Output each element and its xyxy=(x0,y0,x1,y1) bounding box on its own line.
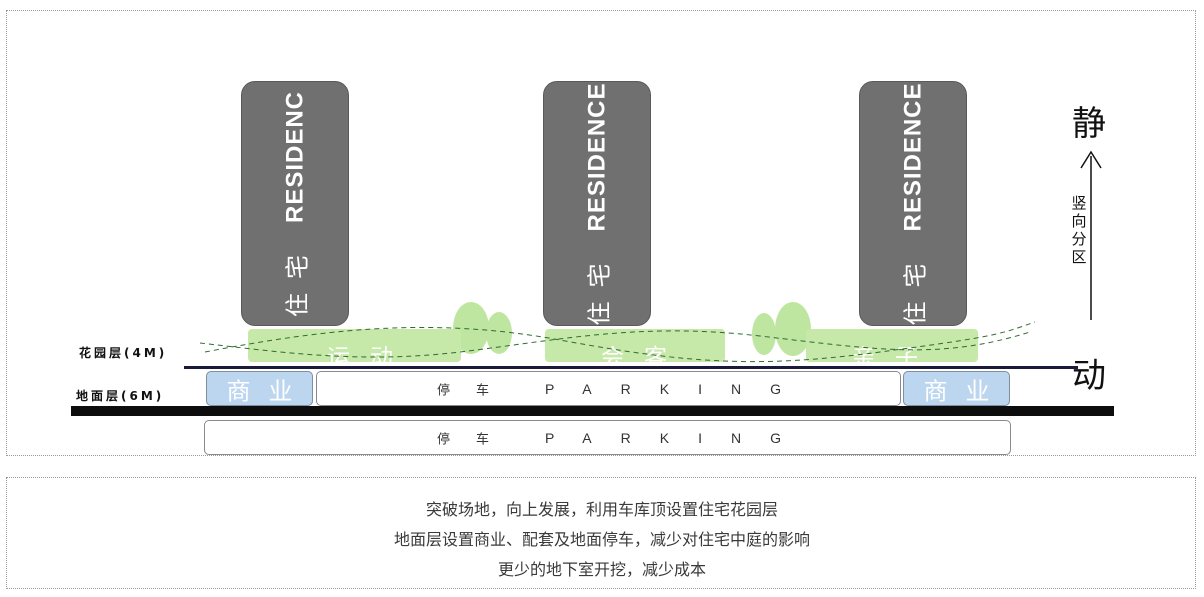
shop-label: 商业 xyxy=(226,377,311,405)
axis-char: 分 xyxy=(1071,230,1087,248)
ground-slab xyxy=(71,406,1114,416)
basement-parking: 停车 PARKING xyxy=(204,420,1011,455)
shop-label: 商业 xyxy=(923,377,1008,405)
zone-static-label: 静 xyxy=(1072,104,1106,144)
ground-level-label: 地面层(6M) xyxy=(76,389,165,403)
garden-floor-slab xyxy=(184,366,1078,369)
axis-char: 向 xyxy=(1071,212,1087,230)
residence-tower-1: 住宅 RESIDENC xyxy=(241,81,349,326)
vertical-zoning-label: 竖 向 分 区 xyxy=(1069,194,1089,266)
axis-char: 竖 xyxy=(1071,194,1087,212)
garden-level-label: 花园层(4M) xyxy=(79,346,168,360)
ground-parking: 停车 PARKING xyxy=(316,371,901,406)
zone-active-label: 动 xyxy=(1072,356,1106,396)
caption-line-2: 地面层设置商业、配套及地面停车，减少对住宅中庭的影响 xyxy=(393,530,810,549)
caption-line-3: 更少的地下室开挖，减少成本 xyxy=(497,560,706,579)
garden-band-lounge xyxy=(545,329,725,362)
tree xyxy=(752,313,776,355)
parking-cn-label: 停车 xyxy=(437,432,516,447)
garden-band-family xyxy=(806,329,978,362)
shop-left: 商业 xyxy=(206,371,313,406)
diagram-panel xyxy=(6,10,1196,456)
residence-tower-2: 住宅 RESIDENCE xyxy=(543,81,651,326)
tree xyxy=(775,302,811,356)
parking-en-label: PARKING xyxy=(545,429,810,446)
parking-en-label: PARKING xyxy=(545,380,810,397)
axis-char: 区 xyxy=(1071,248,1087,266)
parking-cn-label: 停车 xyxy=(437,383,516,398)
caption-panel xyxy=(6,477,1196,589)
residence-tower-3: 住宅 RESIDENCE xyxy=(859,81,967,326)
shop-right: 商业 xyxy=(903,371,1010,406)
caption-line-1: 突破场地，向上发展，利用车库顶设置住宅花园层 xyxy=(425,500,778,519)
